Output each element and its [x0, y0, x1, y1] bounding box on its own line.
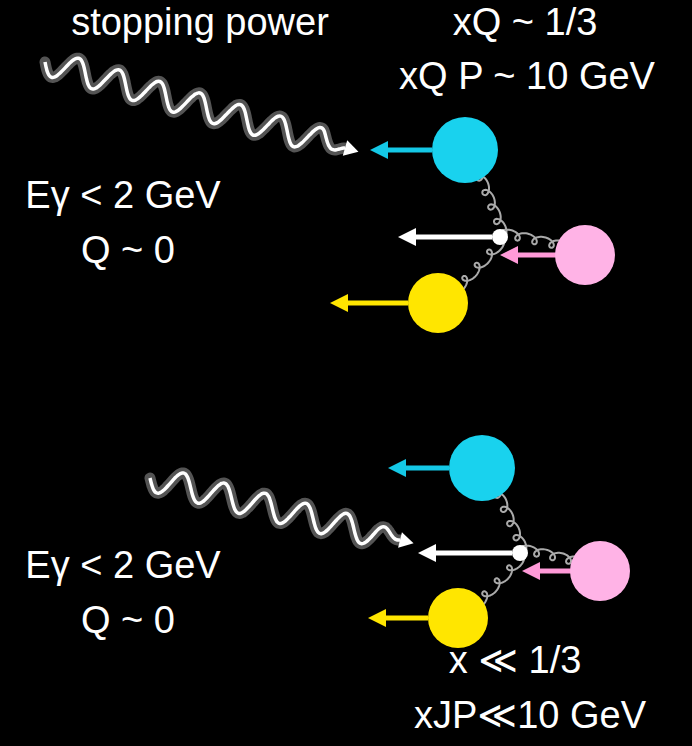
arrowhead — [418, 544, 436, 562]
photon-glow — [45, 58, 345, 150]
momentum-arrow — [382, 616, 428, 621]
annotation-label: Q ~ 0 — [81, 600, 175, 642]
quark-pink — [555, 225, 615, 285]
arrowhead — [500, 246, 518, 264]
momentum-arrow — [412, 235, 492, 240]
annotation-label: x ≪ 1/3 — [449, 640, 582, 682]
momentum-arrow — [514, 253, 560, 258]
quark-pink — [570, 541, 630, 601]
vertex-dot — [492, 229, 508, 245]
quark-cyan — [432, 117, 498, 183]
quark-yellow — [408, 273, 468, 333]
annotation-label: xQ P ~ 10 GeV — [399, 56, 655, 98]
momentum-arrow — [432, 551, 512, 556]
momentum-arrow — [384, 148, 432, 153]
arrowhead — [330, 294, 348, 312]
arrowhead — [368, 609, 386, 627]
momentum-arrow — [536, 569, 575, 574]
photon-arrowhead — [343, 140, 359, 155]
annotation-label: xQ ~ 1/3 — [453, 2, 598, 44]
momentum-arrow — [344, 301, 408, 306]
annotation-label: Eγ < 2 GeV — [25, 545, 220, 587]
photon-glow — [150, 473, 400, 544]
quark-yellow — [428, 588, 488, 648]
vertex-dot — [512, 545, 528, 561]
annotation-label: stopping power — [71, 2, 329, 44]
annotation-label: Eγ < 2 GeV — [25, 175, 220, 217]
arrowhead — [388, 459, 406, 477]
momentum-arrow — [402, 466, 449, 471]
photon-arrowhead — [398, 532, 414, 548]
arrowhead — [370, 141, 388, 159]
arrowhead — [522, 562, 540, 580]
quark-cyan — [449, 435, 515, 501]
annotation-label: Q ~ 0 — [81, 230, 175, 272]
photon-line — [45, 58, 345, 150]
photon-line — [150, 473, 400, 544]
annotation-label: xJP≪10 GeV — [414, 695, 646, 737]
arrowhead — [398, 228, 416, 246]
